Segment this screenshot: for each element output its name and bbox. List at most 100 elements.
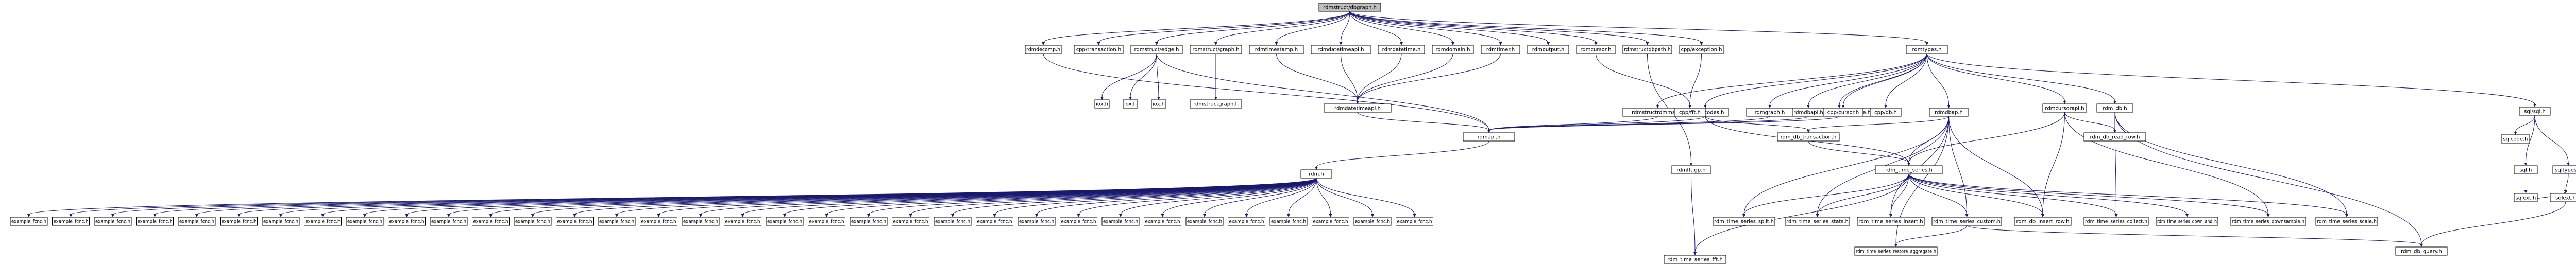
node-box [1671,165,1711,174]
graph-node-n12[interactable]: rdmstructdbpath.h [1622,45,1672,54]
example-node[interactable]: example_fcnc.h [1101,217,1140,226]
example-node[interactable]: example_fcnc.h [94,217,132,226]
node-label: example_fcnc.h [515,219,550,225]
example-node[interactable]: example_fcnc.h [724,217,761,226]
graph-node-n46[interactable]: iox.h [1094,99,1110,109]
node-box [1679,45,1724,54]
graph-node-n24[interactable]: rdm_db.h [2096,103,2133,113]
example-node[interactable]: example_fcnc.h [1060,217,1097,226]
example-node[interactable]: example_fcnc.h [514,217,552,226]
example-node[interactable]: example_fcnc.h [262,217,300,226]
graph-node-n6[interactable]: rdmdatetimeapi.h [1311,45,1371,54]
graph-node-n37[interactable]: rdm_time_series_restore_aggregate.h [1854,246,1938,256]
graph-node-n29[interactable]: rdm_time_series_insert.h [1857,217,1925,226]
graph-node-n28[interactable]: rdm_time_series_stats.h [1785,217,1850,226]
example-node[interactable]: example_fcnc.h [808,217,845,226]
edge-arrowhead [279,214,282,217]
node-label: rdmdomain.h [1436,47,1470,53]
graph-node-n30[interactable]: rdm_time_series_custom.h [1931,217,2002,226]
graph-node-n4[interactable]: rdmstruct/graph.h [1190,45,1242,54]
graph-node-n32[interactable]: rdm_time_series_collect.h [2083,217,2149,226]
example-node[interactable]: example_fcnc.h [766,217,804,226]
node-label: example_fcnc.h [893,219,928,225]
graph-node-n25[interactable]: rdmcursorapi.h [2042,103,2087,113]
example-node[interactable]: example_fcnc.h [1228,217,1265,226]
graph-node-n27[interactable]: rdm_time_series_split.h [1713,217,1775,226]
graph-node-n39[interactable]: sql/sql.h [2519,107,2551,116]
graph-node-n33[interactable]: rdm_time_series_down_and_h [2156,217,2218,226]
example-node[interactable]: example_fcnc.h [220,217,258,226]
graph-node-n1[interactable]: rdmdecomp.h [1025,45,1062,54]
graph-node-n40[interactable]: sqlcode.h [2501,134,2530,144]
graph-node-n14[interactable]: rdmtypes.h [1906,45,1948,54]
node-box [1870,108,1902,117]
example-node[interactable]: example_fcnc.h [556,217,594,226]
node-label: rdmoutput.h [1532,47,1565,53]
graph-node-n51[interactable]: cpp/cursor.h [1823,108,1863,117]
example-node[interactable]: example_fcnc.h [682,217,720,226]
graph-node-n53[interactable]: rdmdbap.h [1929,108,1969,117]
graph-node-n52[interactable]: cpp/db.h [1870,108,1902,117]
graph-node-n7[interactable]: rdmdatetime.h [1378,45,1425,54]
example-node[interactable]: example_fcnc.h [1312,217,1349,226]
example-node[interactable]: example_fcnc.h [850,217,888,226]
example-node[interactable]: example_fcnc.h [1353,217,1392,226]
graph-node-n11[interactable]: rdmcursor.h [1576,45,1616,54]
example-node[interactable]: example_fcnc.h [1396,217,1433,226]
graph-node-n22[interactable]: rdm_time_series.h [1875,165,1943,174]
graph-node-n10[interactable]: rdmoutput.h [1527,45,1569,54]
example-node[interactable]: example_fcnc.h [52,217,90,226]
graph-node-n13[interactable]: cpp/exception.h [1679,45,1724,54]
graph-node-n2[interactable]: cpp/transaction.h [1074,45,1124,54]
example-node[interactable]: example_fcnc.h [640,217,677,226]
node-box [1396,217,1433,226]
edge-arrowhead [1907,163,1910,166]
graph-node-n43[interactable]: sqltypes.h [2552,165,2576,174]
example-node[interactable]: example_fcnc.h [346,217,384,226]
graph-node-n45[interactable]: rdmfft.gp.h [1671,165,1711,174]
graph-node-n20[interactable]: rdmdatetimeapi.h [1324,103,1392,113]
graph-node-n26[interactable]: rdm_db_read_row.h [2083,132,2146,142]
graph-node-n16[interactable]: rdmapi.h [1463,132,1515,142]
example-node[interactable]: example_fcnc.h [1269,217,1308,226]
graph-node-n8[interactable]: rdmdomain.h [1432,45,1474,54]
graph-node-n9[interactable]: rdmtimer.h [1481,45,1520,54]
graph-node-n42[interactable]: sqlext.h [2514,193,2538,202]
example-node[interactable]: example_fcnc.h [1018,217,1056,226]
example-node[interactable]: example_fcnc.h [430,217,468,226]
graph-node-n35[interactable]: rdm_time_series_scale.h [2315,217,2378,226]
example-node[interactable]: example_fcnc.h [976,217,1013,226]
example-node[interactable]: example_fcnc.h [1144,217,1181,226]
node-box [1481,45,1520,54]
graph-node-n5[interactable]: rdmtimestamp.h [1249,45,1304,54]
node-label: example_fcnc.h [54,219,89,225]
graph-node-n50[interactable]: rdmgraph.h [1746,108,1793,117]
graph-node-n23[interactable]: rdm_db_transaction.h [1777,132,1840,142]
graph-node-n48[interactable]: iox.h [1151,99,1166,109]
graph-node-n44[interactable]: sqlext.h [2550,193,2576,202]
example-node[interactable]: example_fcnc.h [136,217,174,226]
graph-node-n18[interactable]: rdmdbapi.h [1790,108,1827,117]
graph-node-n34[interactable]: rdm_time_series_downsample.h [2230,217,2306,226]
graph-node-n36[interactable]: rdm_time_series_fft.h [1664,255,1726,264]
example-node[interactable]: example_fcnc.h [10,217,48,226]
example-node[interactable]: example_fcnc.h [934,217,972,226]
graph-node-n55[interactable]: cpp/fft.h [1674,108,1706,117]
graph-node-n17[interactable]: rdm.h [1300,169,1332,179]
dependency-edge [1341,11,1350,43]
graph-node-n47[interactable]: iox.h [1123,99,1138,109]
example-node[interactable]: example_fcnc.h [388,217,426,226]
graph-node-n3[interactable]: rdmstruct/edge.h [1130,45,1183,54]
graph-node-n31[interactable]: rdm_db_insert_row.h [2014,217,2072,226]
graph-node-n38[interactable]: rdm_db_query.h [2395,246,2448,256]
graph-node-n41[interactable]: sql.h [2514,165,2538,174]
graph-node-n49[interactable]: rdmstructgraph.h [1190,99,1242,109]
example-node[interactable]: example_fcnc.h [304,217,342,226]
example-node[interactable]: example_fcnc.h [178,217,216,226]
example-node[interactable]: example_fcnc.h [472,217,510,226]
example-node[interactable]: example_fcnc.h [598,217,636,226]
node-label: example_fcnc.h [1103,219,1138,225]
example-node[interactable]: example_fcnc.h [1185,217,1224,226]
example-node[interactable]: example_fcnc.h [892,217,929,226]
graph-node-n0[interactable]: rdmstruct/dbgraph.h [1318,3,1381,12]
